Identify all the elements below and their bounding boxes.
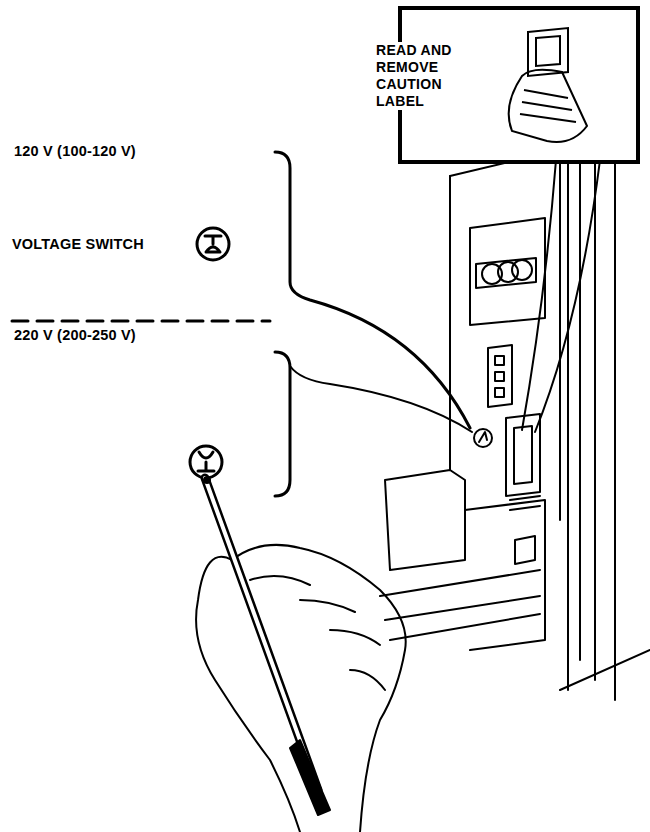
- voltage-label: 220 V (200-250 V): [14, 327, 136, 343]
- divider-line: [12, 320, 270, 323]
- node-text: READ AND REMOVE CAUTION LABEL: [376, 42, 458, 110]
- switch-symbol: [190, 446, 222, 478]
- voltage-label: VOLTAGE SWITCH: [12, 236, 144, 252]
- bracket-upper: [275, 152, 470, 428]
- switch-symbol: [197, 228, 229, 260]
- hand-with-pen: [196, 477, 406, 832]
- leader-line: [535, 160, 600, 432]
- computer-back-panel: [380, 140, 650, 700]
- voltage-label: 120 V (100-120 V): [14, 143, 136, 159]
- bracket-lower: [275, 352, 290, 496]
- inset-box: READ AND REMOVE CAUTION LABEL: [372, 6, 642, 166]
- leader-line: [290, 366, 472, 432]
